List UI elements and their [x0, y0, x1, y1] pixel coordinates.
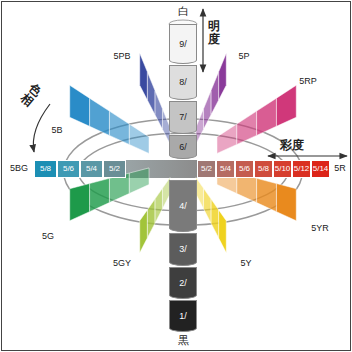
- hue-blade: [211, 72, 219, 115]
- value-label: 9/: [179, 40, 187, 49]
- value-segment: 6/: [169, 135, 197, 159]
- hue-ring: [71, 126, 295, 218]
- hue-arrow: [33, 104, 50, 152]
- axis-title: 彩度: [280, 139, 304, 152]
- hue-blade: [196, 178, 204, 209]
- value-segment: 2/: [169, 267, 197, 299]
- value-label: 3/: [179, 245, 187, 254]
- hue-blade: [276, 85, 296, 126]
- axis-title: 明度: [208, 20, 220, 46]
- chroma-cell: 5/8: [254, 160, 273, 178]
- hue-blade: [211, 199, 219, 238]
- chroma-label: 5/12: [294, 165, 310, 173]
- chroma-label: 5/8: [258, 165, 269, 173]
- hue-label: 5BG: [10, 164, 28, 174]
- chroma-cell: 5/10: [273, 160, 292, 178]
- value-segment: 9/: [169, 24, 197, 64]
- hue-blade: [147, 199, 155, 238]
- chroma-cell: 5/8: [34, 160, 57, 178]
- hue-blade: [140, 53, 148, 100]
- chroma-label: 5/2: [109, 165, 120, 173]
- chroma-cell: 5/6: [235, 160, 254, 178]
- chroma-cell: 5/12: [292, 160, 311, 178]
- hue-blade: [276, 184, 296, 221]
- hue-ring-edge: [71, 126, 295, 218]
- hue-blade: [109, 111, 129, 144]
- hue-label: 5YR: [311, 224, 329, 234]
- value-label: 8/: [179, 78, 187, 87]
- hue-label: 5RP: [299, 77, 317, 87]
- hue-blade: [129, 168, 149, 194]
- value-label: 2/: [179, 279, 187, 288]
- value-arrow: [202, 9, 203, 72]
- chroma-label: 5/6: [239, 165, 250, 173]
- hue-blade: [147, 72, 155, 115]
- chroma-label: 5/14: [313, 165, 329, 173]
- hue-label: 5GY: [113, 259, 131, 269]
- hue-blade: [257, 98, 277, 135]
- hue-blade: [129, 124, 149, 154]
- hue-blade: [219, 210, 227, 253]
- value-label: 4/: [179, 202, 187, 211]
- hue-label: 5B: [51, 126, 62, 136]
- chroma-cell: 5/14: [311, 160, 330, 178]
- hue-blade: [204, 90, 212, 129]
- hue-blade: [155, 90, 163, 129]
- white-label: 白: [178, 5, 189, 17]
- hue-blade: [204, 188, 212, 223]
- hue-blade: [237, 111, 257, 144]
- chroma-cell: 5/2: [197, 160, 216, 178]
- hue-blade: [140, 210, 148, 253]
- chroma-label: 5/10: [275, 165, 291, 173]
- chroma-cell: 5/6: [57, 160, 80, 178]
- hue-label: 5R: [334, 164, 346, 174]
- value-segment: 4/: [169, 180, 197, 232]
- chroma-cell: 5/2: [103, 160, 126, 178]
- chroma-cell: 5/4: [80, 160, 103, 178]
- chroma-cell: 5/4: [216, 160, 235, 178]
- hue-blade: [196, 109, 204, 144]
- hue-label: 5P: [238, 52, 249, 62]
- value-segment: 1/: [169, 300, 197, 332]
- chroma-label: 5/8: [40, 165, 51, 173]
- hue-blade: [70, 184, 90, 221]
- hue-blade: [90, 178, 110, 211]
- hue-blade: [257, 178, 277, 211]
- hue-blade: [217, 124, 237, 154]
- hue-blade: [219, 53, 227, 100]
- value-label: 7/: [179, 113, 187, 122]
- value-segment: 7/: [169, 101, 197, 134]
- value-label: 6/: [179, 143, 187, 152]
- chroma-label: 5/6: [63, 165, 74, 173]
- value-segment: 3/: [169, 233, 197, 266]
- chroma-arrow: [268, 155, 347, 156]
- chroma-label: 5/2: [201, 165, 212, 173]
- hue-label: 5Y: [240, 259, 251, 269]
- black-label: 黒: [178, 334, 189, 346]
- hue-label: 5PB: [113, 52, 130, 62]
- chroma-label: 5/4: [86, 165, 97, 173]
- hue-blade: [90, 98, 110, 135]
- hue-blade: [70, 85, 90, 126]
- hue-blade: [155, 188, 163, 223]
- hue-label: 5G: [42, 232, 54, 242]
- value-label: 1/: [179, 312, 187, 321]
- chroma-label: 5/4: [220, 165, 231, 173]
- value-segment: 8/: [169, 65, 197, 100]
